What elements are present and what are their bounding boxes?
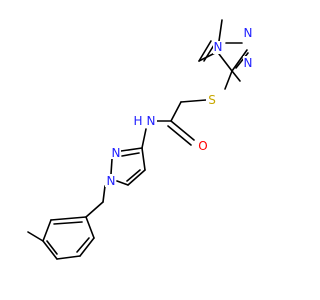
atom-n-pyrazole-1: N: [105, 174, 116, 188]
atom-n-pyrazole-2: N: [110, 146, 121, 160]
bond-s-ch2: [180, 99, 207, 103]
bond-c-o-double-2: [167, 125, 192, 146]
atom-nh-amide: N H: [133, 114, 157, 128]
bond-bz-inner-1: [76, 237, 90, 253]
bond-triazole-s: [224, 70, 233, 90]
bond-pz-c3-c4: [141, 147, 146, 171]
bond-pz-c3-n2-double: [120, 147, 143, 152]
bond-pz-c4-c5: [127, 169, 146, 186]
bond-nh-pyrazole: [141, 128, 147, 149]
atom-n-methyl: N: [213, 40, 224, 54]
atom-n-triazole-1: N: [226, 26, 252, 40]
atom-label-n-pyrazole-1: N: [107, 174, 116, 188]
atom-labels: N N N S O N H N N: [105, 26, 254, 188]
bond-bz-5: [42, 219, 52, 242]
bond-bz-1: [85, 216, 95, 239]
atom-label-n-triazole-1: N: [244, 26, 253, 40]
bond-bz-4: [42, 240, 58, 260]
atom-n-triazole-2: N: [243, 56, 254, 70]
bond-ch2-benzene: [85, 201, 104, 218]
atom-label-n-pyrazole-2: N: [112, 146, 121, 160]
bond-bz-6: [50, 216, 87, 221]
bond-bz-inner-3: [53, 221, 83, 225]
bond-pz-c4-c5-inner: [126, 169, 141, 182]
bond-c3-n2-double-inner: [235, 52, 249, 69]
bond-c5-n1-double-inner: [203, 44, 215, 62]
atom-label-nh-amide: N: [147, 114, 156, 128]
bond-c3-n2-double: [231, 49, 248, 72]
bond-n2-c: [231, 70, 241, 82]
bond-ch2-c: [170, 101, 182, 122]
bond-bz-inner-2: [46, 240, 58, 255]
bond-bz-methyl: [27, 231, 44, 242]
molecule-structure: N N N S O N H N N: [0, 0, 300, 300]
bond-bz-3: [56, 255, 81, 260]
bond-n4-c3: [218, 53, 233, 72]
bond-c-o-double-1: [170, 120, 195, 141]
bond-c5-n1-double: [198, 40, 212, 62]
atom-label-h-amide: H: [133, 114, 142, 128]
atom-label-n-methyl: N: [214, 40, 223, 54]
atom-label-n-triazole-2: N: [244, 56, 253, 70]
bond-pz-n2-n1: [110, 158, 113, 175]
atom-o-carbonyl: O: [198, 139, 209, 153]
atom-label-o-carbonyl: O: [198, 139, 207, 153]
atom-s-thioether: S: [206, 93, 217, 107]
bonds: [27, 19, 249, 260]
bond-pz-c5-n1: [116, 180, 129, 186]
bond-n1-ch2: [102, 185, 106, 203]
canvas-background: [0, 0, 300, 300]
bond-methyl-n: [218, 19, 223, 42]
atom-label-s-thioether: S: [208, 93, 216, 107]
bond-bz-2: [79, 237, 95, 257]
bond-pz-c3-n2-double-inner: [121, 152, 140, 157]
